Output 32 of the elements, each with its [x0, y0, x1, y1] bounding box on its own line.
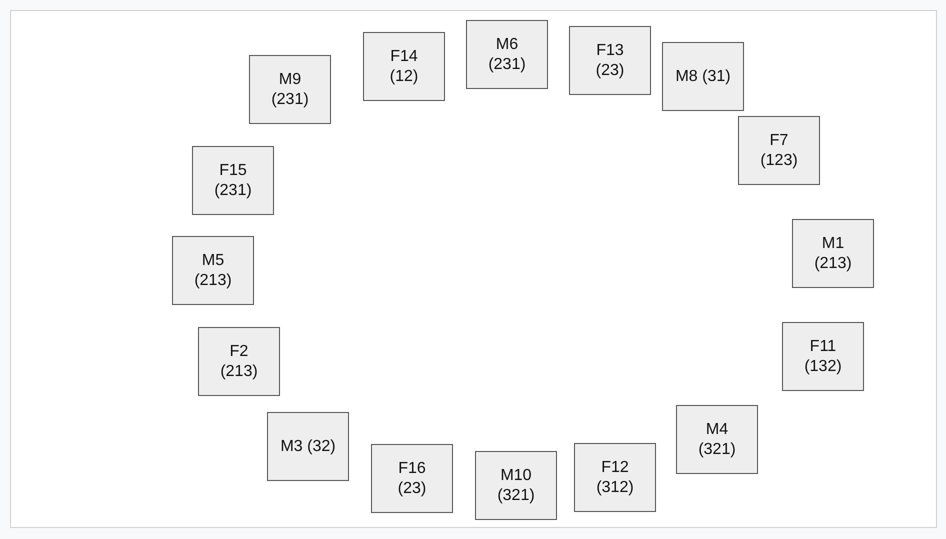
node-label: F13 (23) [594, 40, 626, 80]
process-box [198, 327, 280, 396]
process-box [371, 444, 453, 513]
process-box [192, 146, 274, 215]
process-box [792, 219, 874, 288]
process-box [738, 116, 820, 185]
node-label: M10 (321) [496, 466, 536, 506]
node-label: M9 (231) [270, 70, 310, 110]
node-label: F11 (132) [803, 336, 843, 376]
node-label: M1 (213) [813, 234, 853, 274]
process-box [676, 405, 758, 474]
process-box [466, 20, 548, 89]
node-label: F7 (123) [759, 130, 799, 170]
node-label: M8 (31) [675, 66, 731, 86]
node-label: F16 (23) [396, 458, 428, 498]
process-box [475, 451, 557, 520]
node-label: M6 (231) [487, 34, 527, 74]
node-label: F15 (231) [213, 160, 253, 200]
node-label: F14 (12) [388, 46, 420, 86]
process-box [569, 26, 651, 95]
node-label: F2 (213) [219, 342, 259, 382]
process-box [782, 322, 864, 391]
node-label: M4 (321) [697, 420, 737, 460]
node-label: M3 (32) [280, 436, 336, 456]
process-box [662, 42, 744, 111]
process-box [363, 32, 445, 101]
process-box [172, 236, 254, 305]
process-box [267, 412, 349, 481]
process-box [249, 55, 331, 124]
process-box [574, 443, 656, 512]
node-label: M5 (213) [193, 250, 233, 290]
node-label: F12 (312) [595, 458, 635, 498]
